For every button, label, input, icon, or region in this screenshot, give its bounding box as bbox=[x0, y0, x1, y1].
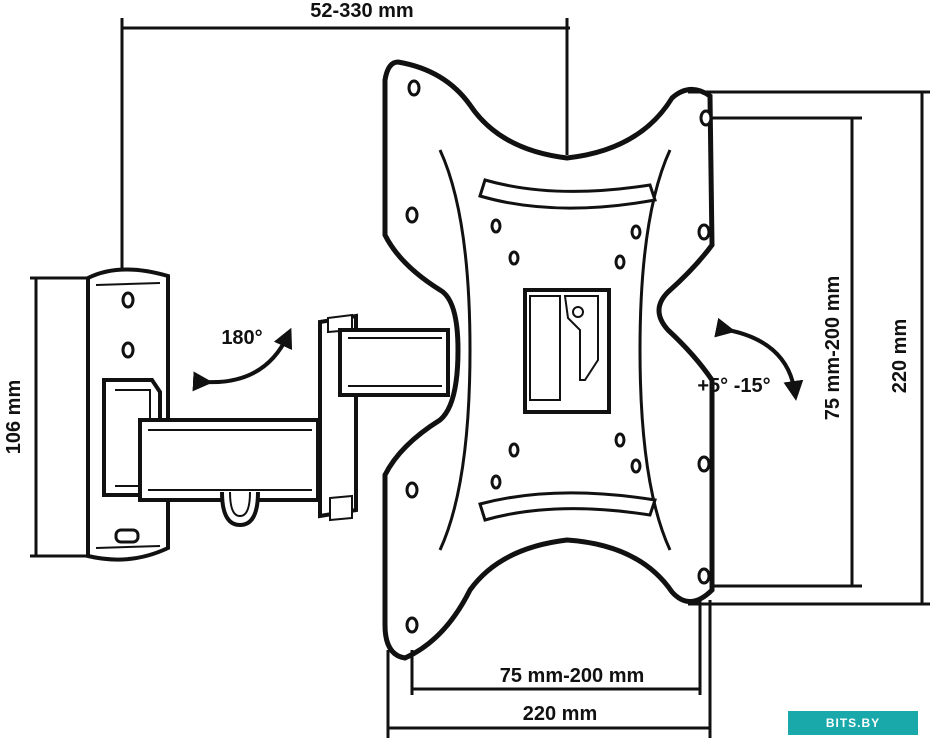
watermark-badge: BITS.BY bbox=[788, 711, 918, 735]
arm-extension-dimension bbox=[120, 18, 570, 270]
mounting-holes bbox=[405, 79, 713, 634]
wall-plate bbox=[86, 267, 170, 562]
swivel-arrow-icon bbox=[192, 327, 293, 392]
vesa-horizontal-dimension bbox=[410, 600, 702, 695]
plate-width-label: 220 mm bbox=[523, 703, 598, 725]
plate-width-dimension bbox=[386, 600, 712, 738]
tilt-arrow-icon bbox=[714, 317, 804, 401]
plate-height-dimension bbox=[688, 90, 930, 606]
vesa-horizontal-label: 75 mm-200 mm bbox=[500, 665, 645, 687]
swivel-angle-label: 180° bbox=[221, 327, 262, 349]
tv-plate bbox=[382, 59, 715, 661]
vesa-vertical-label: 75 mm-200 mm bbox=[822, 276, 844, 421]
swing-arm bbox=[138, 313, 450, 528]
wall-plate-height-dimension bbox=[30, 276, 95, 558]
plate-height-label: 220 mm bbox=[889, 319, 911, 394]
arm-extension-label: 52-330 mm bbox=[310, 0, 413, 22]
tilt-angle-label: +5° -15° bbox=[697, 375, 770, 397]
vesa-vertical-dimension bbox=[712, 116, 862, 588]
wall-plate-height-label: 106 mm bbox=[3, 380, 25, 455]
